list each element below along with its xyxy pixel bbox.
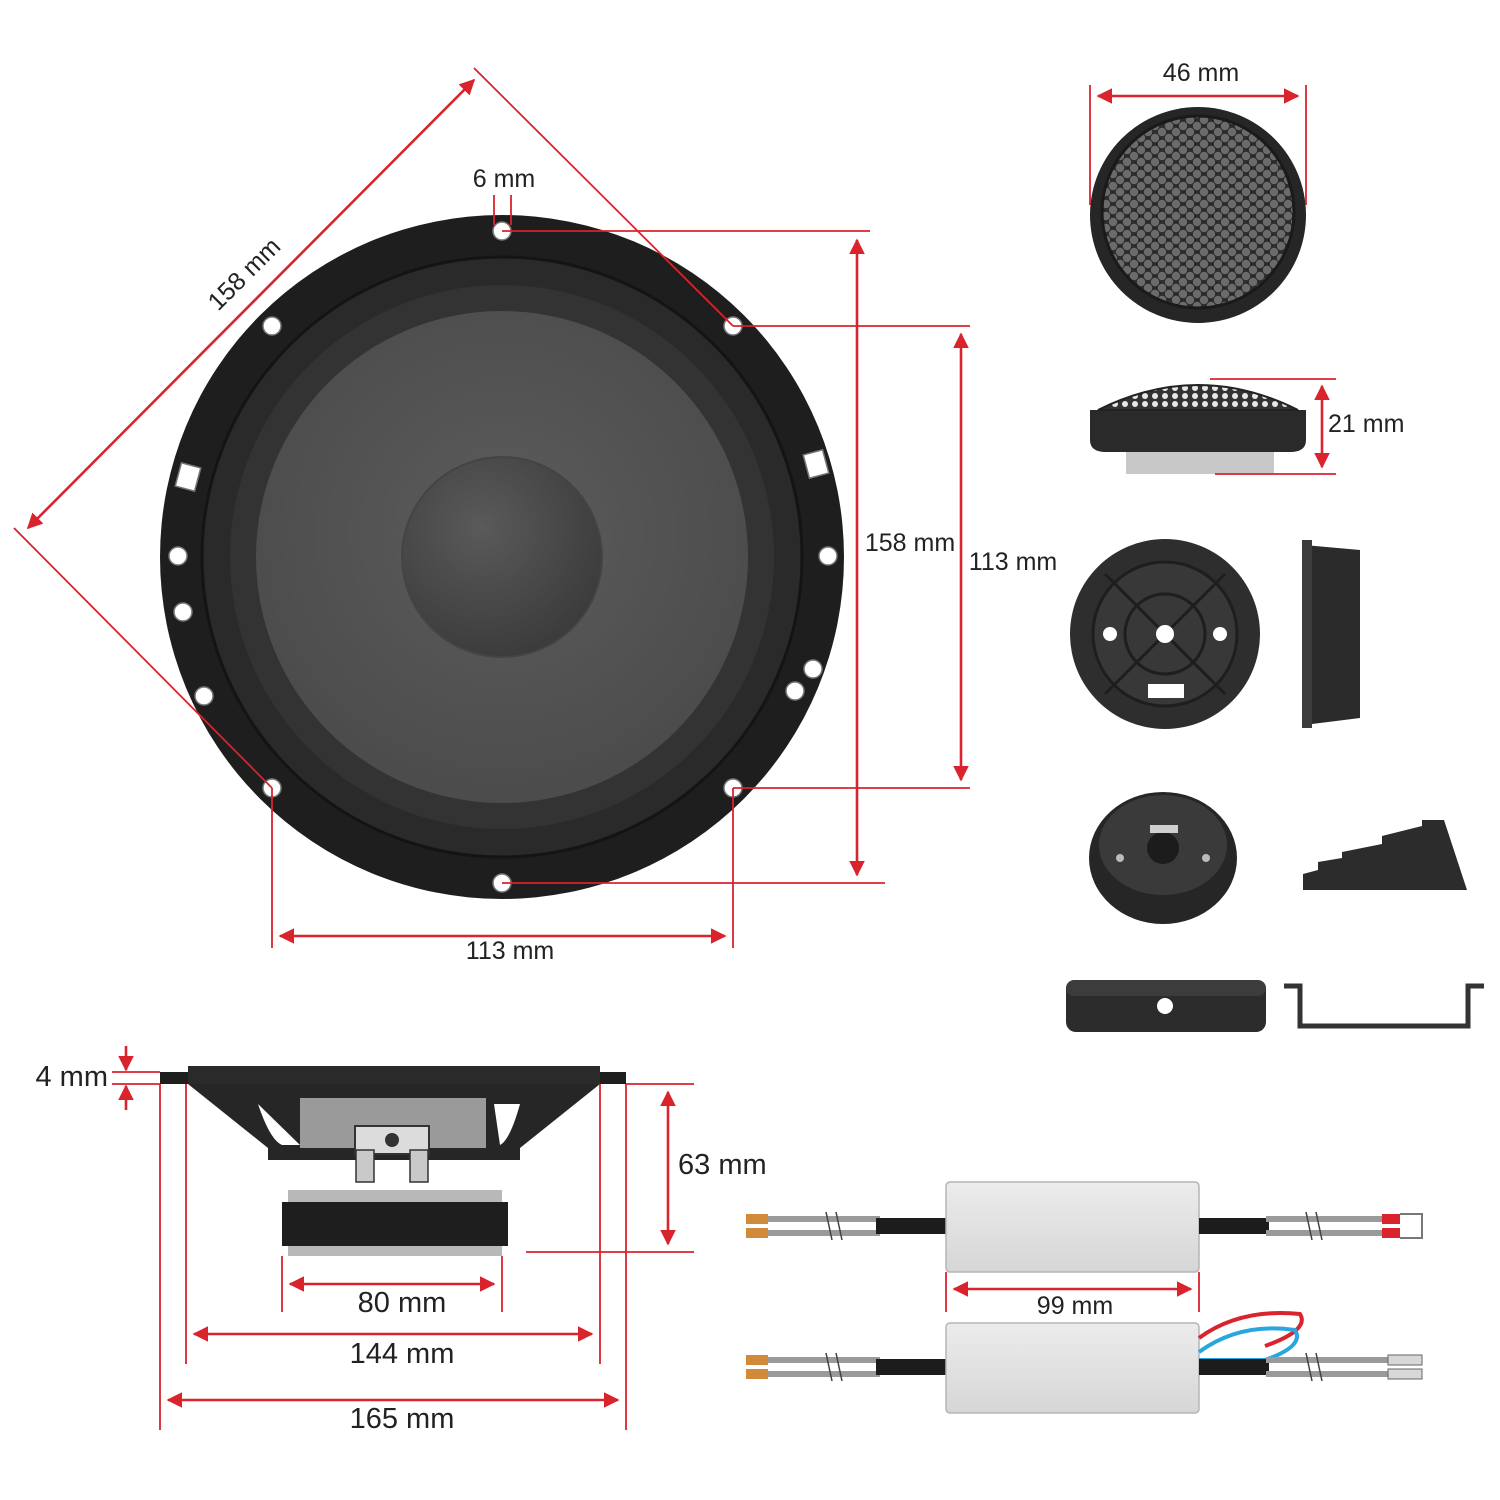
tweeter-mount-cup-side (1302, 540, 1360, 728)
crossover-bottom-case (945, 1322, 1200, 1414)
crossover-bottom (746, 1311, 1423, 1414)
side-plate-bottom (288, 1246, 502, 1256)
tweeter-mount-cup (1070, 539, 1260, 729)
outer-diameter-label: 165 mm (350, 1403, 455, 1435)
woofer-outer-height-label: 158 mm (865, 529, 955, 557)
woofer-side-view (160, 1066, 626, 1256)
tweeter-height-label: 21 mm (1328, 410, 1404, 438)
tweeter-side-dome (1097, 384, 1299, 411)
side-cone (300, 1098, 486, 1148)
flush-bracket (1066, 980, 1266, 1032)
metal-clip (1284, 983, 1484, 1029)
woofer-dimension-lines (13, 67, 970, 948)
tweeter-side-ring (1090, 410, 1306, 452)
wedge-body (1303, 820, 1467, 890)
tweeter-top-view (1090, 107, 1306, 323)
clip-shape (1284, 983, 1484, 1029)
side-plate-top (288, 1190, 502, 1202)
wire-blue (1197, 1326, 1299, 1362)
crossover-length-label: 99 mm (1037, 1292, 1113, 1320)
crossover-dimension (945, 1272, 1200, 1312)
woofer-side-dimension-lines (112, 1046, 694, 1430)
tweeter-top-dimension (1089, 85, 1307, 205)
angle-mount-wedge (1303, 820, 1467, 890)
woofer-hole-spacing-h-label: 113 mm (466, 937, 554, 965)
magnet-diameter-label: 80 mm (358, 1287, 447, 1319)
woofer-hole-label: 6 mm (473, 165, 536, 193)
mount-cup-side-body (1304, 545, 1360, 725)
side-magnet (282, 1202, 508, 1246)
tweeter-diameter-label: 46 mm (1163, 59, 1239, 87)
surface-mount-pod (1089, 792, 1237, 924)
wire-red (1197, 1311, 1304, 1348)
crossover-top-case (945, 1181, 1200, 1273)
flange-thickness-label: 4 mm (36, 1061, 109, 1093)
woofer-front-view (160, 215, 844, 899)
woofer-dust-cap (401, 456, 603, 658)
woofer-hole-spacing-v-label: 113 mm (969, 548, 1057, 576)
tweeter-side-view (1090, 384, 1306, 474)
tweeter-side-dimension (1210, 378, 1336, 475)
crossover-top (746, 1181, 1423, 1273)
mount-depth-label: 63 mm (678, 1149, 767, 1181)
tweeter-grille (1100, 114, 1296, 310)
cutout-diameter-label: 144 mm (350, 1338, 455, 1370)
